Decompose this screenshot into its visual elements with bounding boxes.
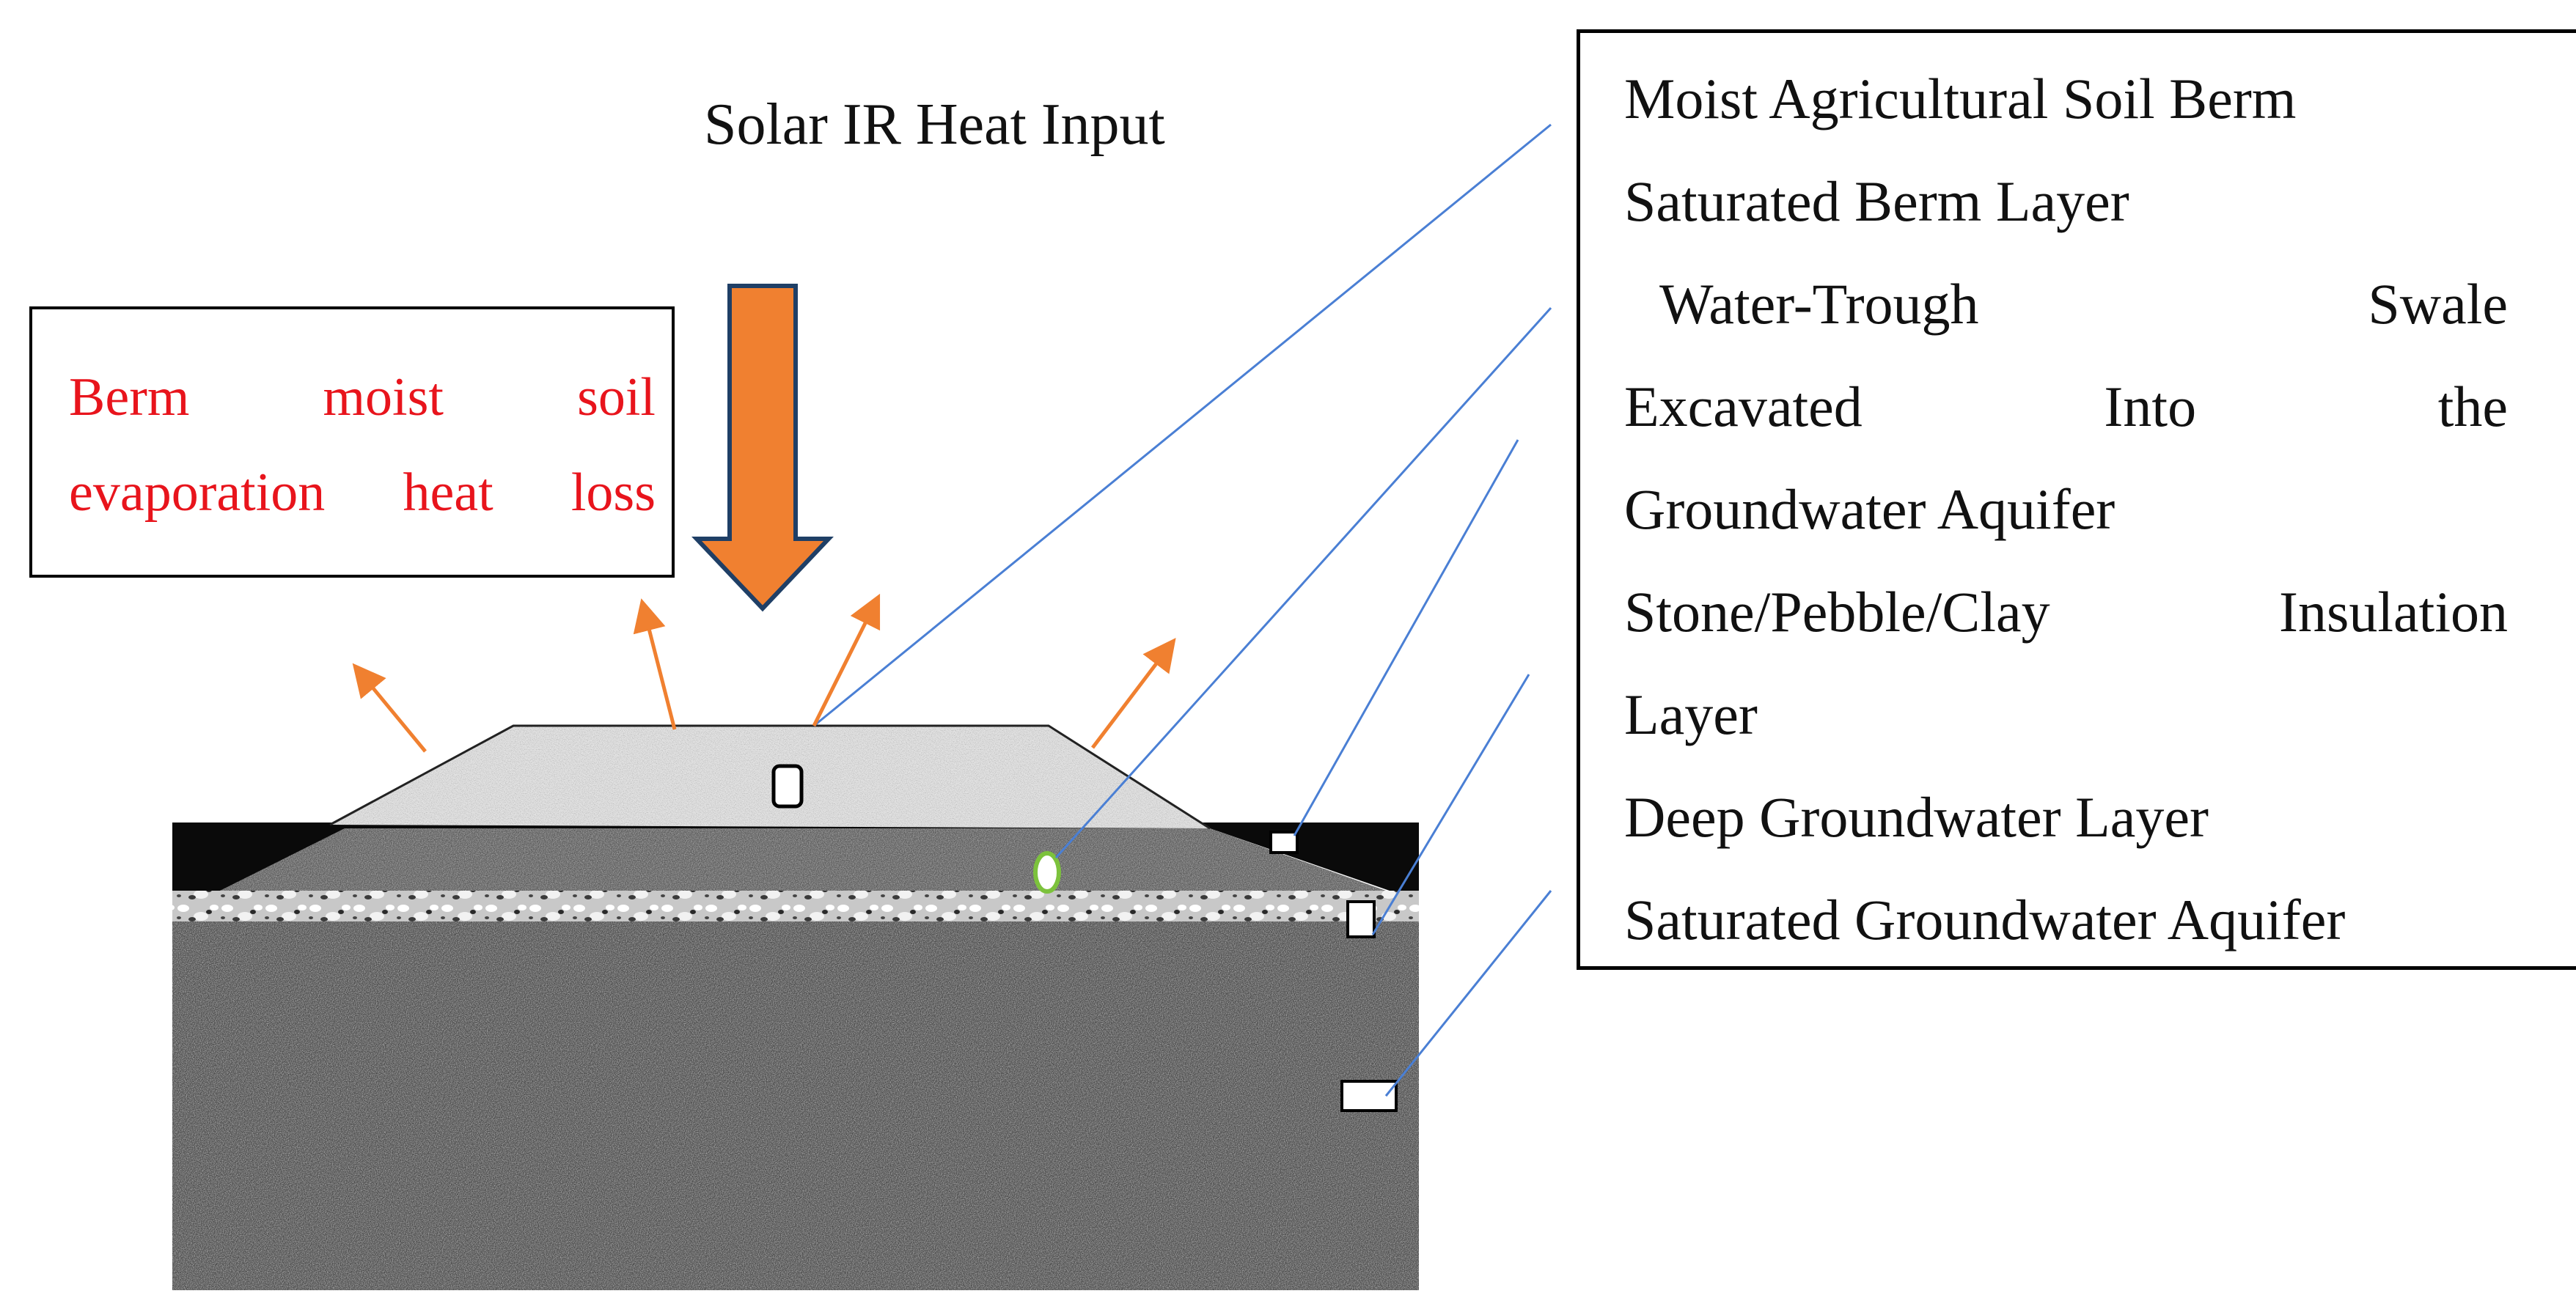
legend-line-1: Moist Agricultural Soil Berm [1624,67,2297,130]
legend-line-9: Saturated Groundwater Aquifer [1624,888,2346,952]
stone-pebble-clay-insulation-band [172,891,1419,921]
evaporation-heat-loss-box: Berm moist soil evaporation heat loss [29,306,675,578]
evaporation-arrows [352,593,1176,753]
marker-water-trough [1269,831,1299,854]
solar-heat-arrow [691,284,834,612]
leader-lines [813,123,1552,1097]
layer-legend-box: Moist Agricultural Soil Berm Saturated B… [1577,29,2576,970]
legend-line-5: Groundwater Aquifer [1624,477,2116,541]
legend-line-3: Water-Trough Swale [1659,272,2508,336]
marker-deep-groundwater [1340,1080,1398,1112]
deep-groundwater-block [172,916,1419,1290]
marker-soil-berm [771,764,804,809]
legend-line-4: Excavated Into the [1624,375,2508,438]
evaporation-label-line-2: evaporation heat loss [69,463,656,523]
saturated-berm-layer [220,828,1386,891]
solar-heat-input-label: Solar IR Heat Input [704,92,1165,157]
marker-insulation-layer [1346,900,1376,938]
legend-line-8: Deep Groundwater Layer [1624,785,2209,849]
legend-line-7: Layer [1624,682,1758,746]
marker-saturated-berm [1033,851,1061,894]
top-black-ground-strip [172,823,1419,891]
moist-agricultural-soil-berm [329,724,1211,830]
legend-line-2: Saturated Berm Layer [1624,169,2129,233]
legend-line-6: Stone/Pebble/Clay Insulation [1624,580,2508,644]
evaporation-label-line-1: Berm moist soil [69,367,656,427]
